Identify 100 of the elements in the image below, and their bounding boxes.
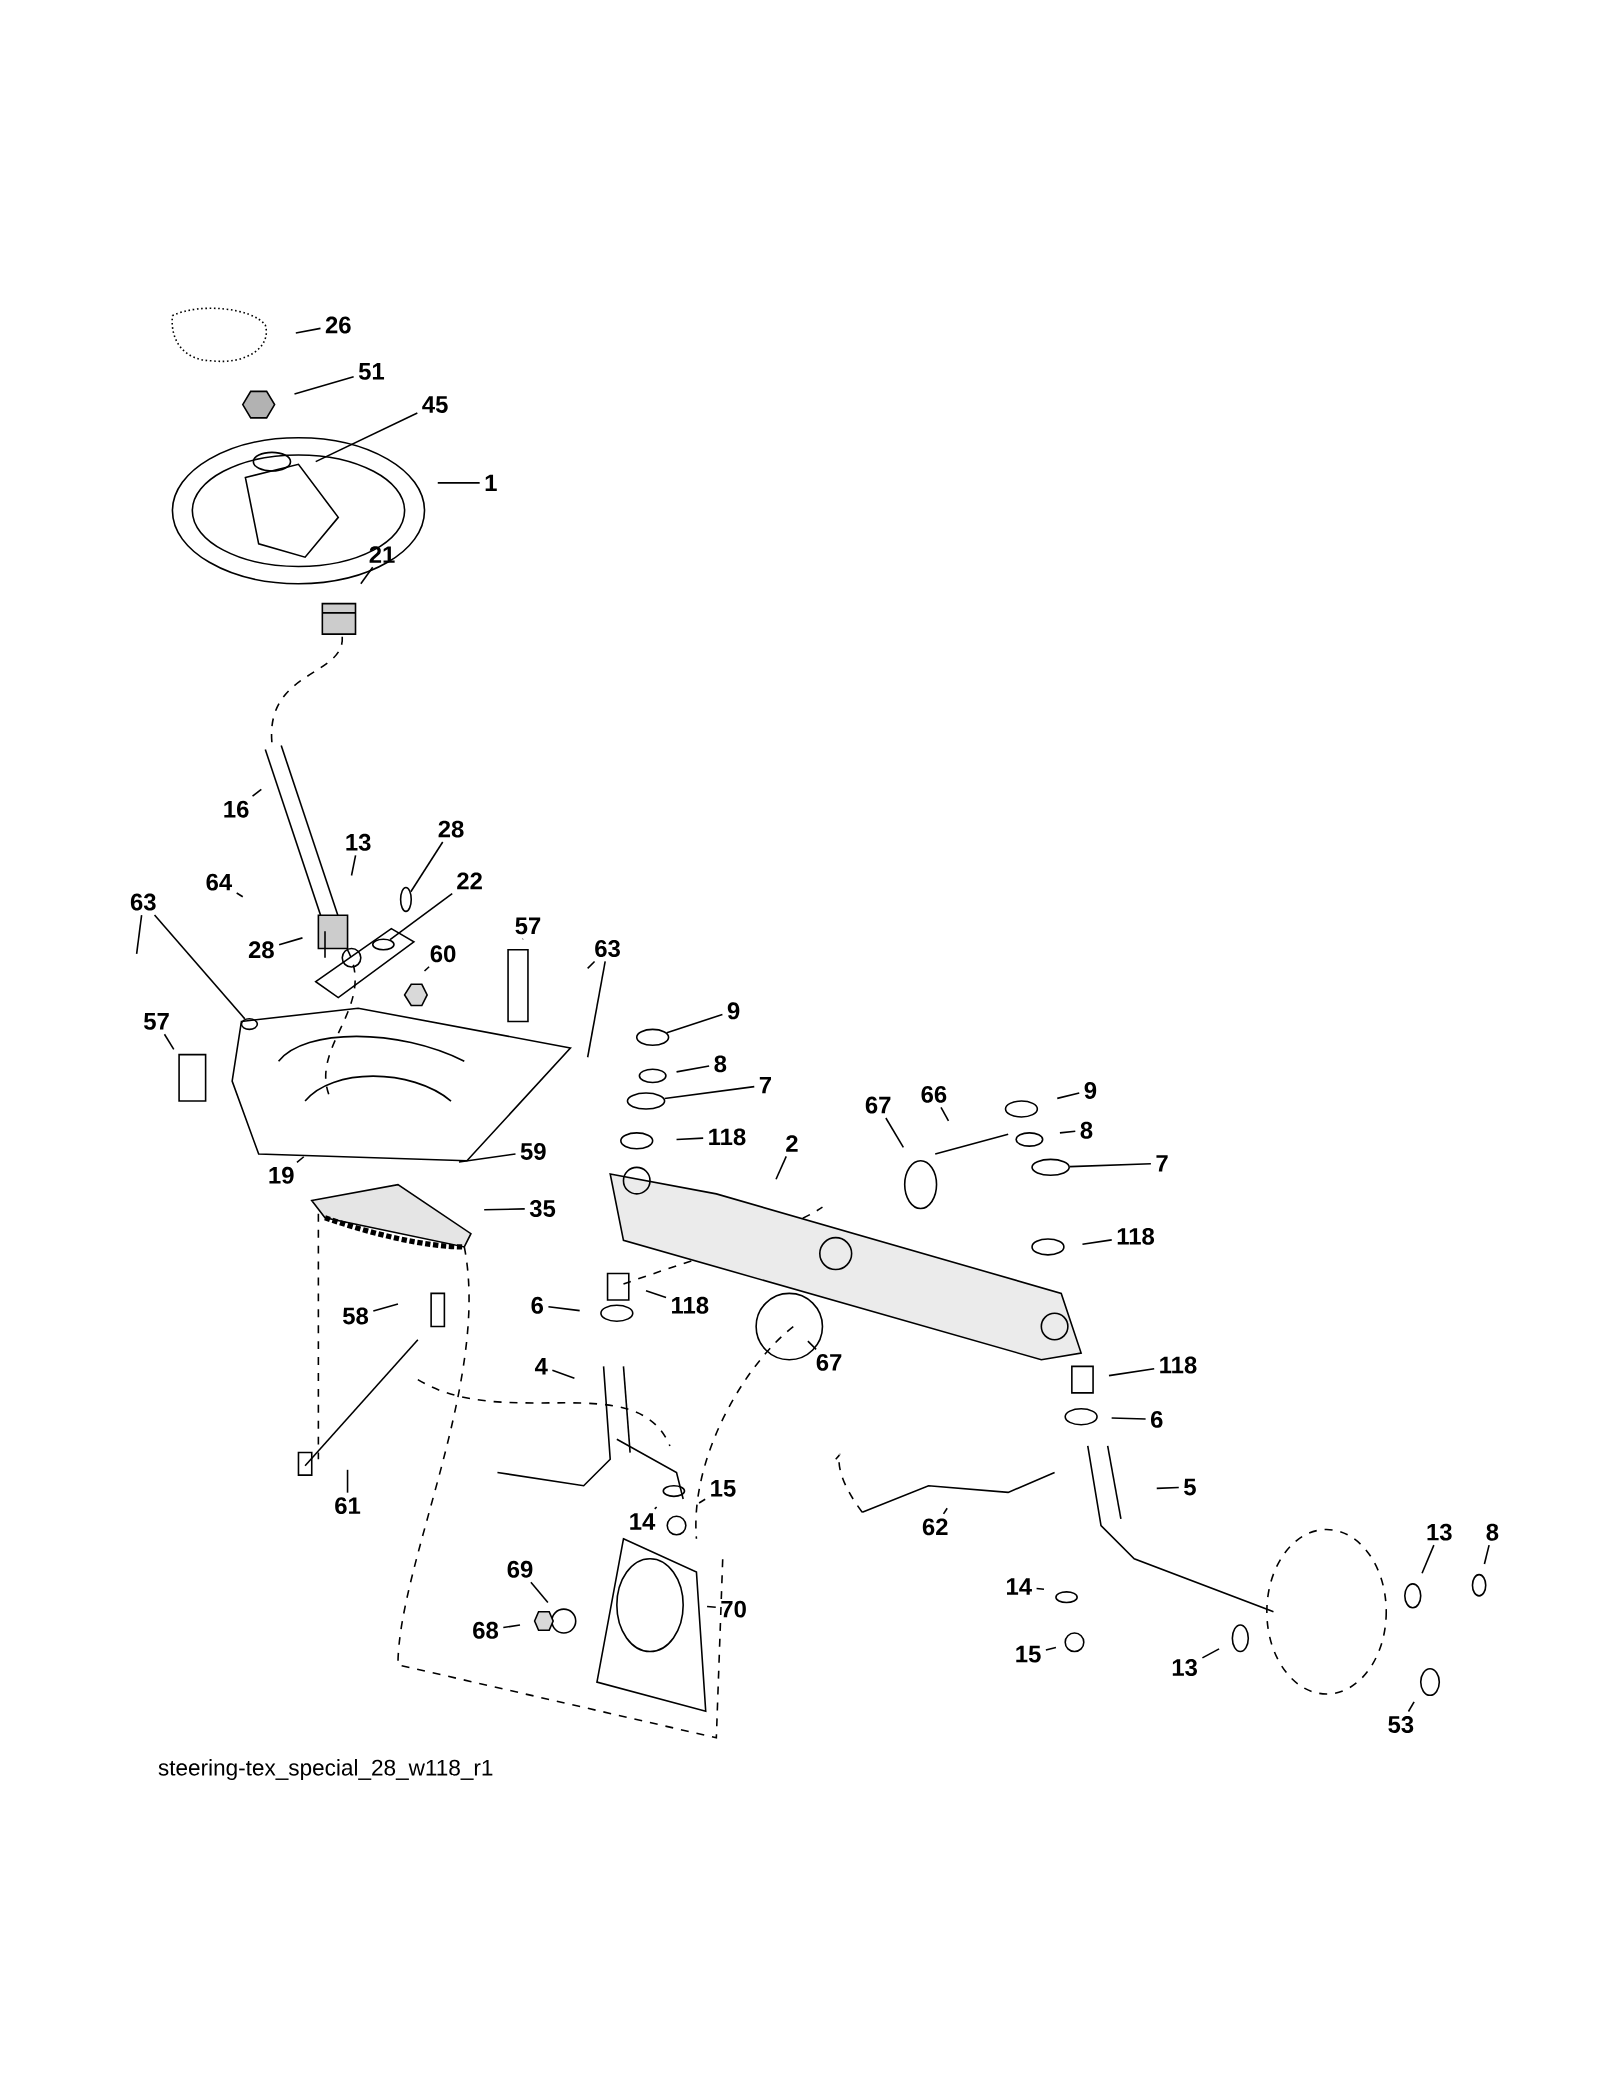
leader-line (1155, 1486, 1180, 1490)
leader-line (350, 854, 357, 877)
leader-line (1421, 1544, 1435, 1575)
leader-line (409, 841, 444, 893)
callout-number: 13 (1172, 1659, 1197, 1676)
leader-line (529, 1581, 549, 1604)
callout-number: 118 (671, 1296, 709, 1314)
leader-line (1110, 1417, 1147, 1420)
callout-number: 63 (130, 893, 156, 911)
leader-line (1056, 1092, 1080, 1100)
leader-line (458, 1153, 517, 1163)
leader-line (251, 788, 262, 798)
callout-number: 57 (143, 1013, 169, 1030)
leader-line (153, 914, 246, 1020)
callout-number: 16 (224, 800, 249, 818)
leader-line (1108, 1367, 1155, 1377)
callout-number: 4 (534, 1358, 548, 1375)
leader-line (235, 892, 244, 898)
callout-number: 63 (595, 940, 620, 957)
callout-number: 118 (1160, 1356, 1197, 1374)
callout-number: 13 (346, 833, 371, 851)
leader-line (940, 1106, 950, 1122)
leader-line (296, 1155, 305, 1164)
leader-line (1044, 1646, 1057, 1651)
leader-line (389, 892, 453, 941)
callout-number: 15 (711, 1480, 736, 1497)
callout-number: 118 (1117, 1227, 1154, 1245)
leader-line (278, 937, 304, 946)
leader-line (653, 1506, 658, 1510)
leader-line (423, 965, 430, 972)
callout-number: 7 (759, 1076, 771, 1094)
callout-number: 58 (342, 1307, 368, 1325)
callout-number: 2 (785, 1135, 798, 1152)
callout-number: 66 (921, 1085, 947, 1103)
part-drawing (635, 1028, 670, 1047)
callout-number: 14 (1006, 1578, 1032, 1595)
leader-line (663, 1085, 755, 1100)
leader-line (665, 1013, 724, 1034)
callout-number: 69 (507, 1560, 533, 1578)
callout-number: 35 (529, 1200, 555, 1217)
callout-number: 1 (485, 474, 497, 492)
callout-number: 8 (714, 1055, 727, 1073)
leader-line (551, 1369, 576, 1380)
leader-line (698, 1498, 706, 1504)
callout-number: 7 (1156, 1155, 1168, 1172)
callout-number: 67 (816, 1353, 842, 1371)
callout-number: 118 (709, 1128, 746, 1146)
callout-number: 67 (865, 1096, 891, 1114)
part-drawing (626, 1092, 666, 1110)
callout-number: 8 (1486, 1523, 1499, 1541)
leader-line (884, 1117, 904, 1149)
leader-line (706, 1605, 717, 1609)
callout-number: 15 (1016, 1645, 1041, 1663)
file-name-label: steering-tex_special_28_w118_r1 (158, 1759, 493, 1781)
leader-line (806, 1340, 817, 1351)
leader-line (1483, 1544, 1490, 1565)
callout-number: 9 (1084, 1081, 1096, 1099)
leader-line (547, 1305, 581, 1312)
callout-number: 9 (727, 1002, 740, 1020)
callout-number: 5 (1183, 1478, 1196, 1496)
callout-number: 8 (1080, 1121, 1093, 1139)
leader-line (502, 1624, 521, 1629)
leader-line (645, 1289, 667, 1299)
callout-number: 22 (457, 872, 482, 890)
callout-number: 57 (515, 917, 540, 935)
callout-number: 6 (1150, 1410, 1163, 1428)
callout-number: 68 (472, 1621, 498, 1639)
leader-line (1035, 1587, 1045, 1590)
callout-number: 64 (206, 873, 232, 891)
callout-number: 21 (369, 546, 395, 563)
part-drawing (240, 1018, 258, 1031)
leader-line (314, 412, 418, 463)
leader-line (1058, 1130, 1076, 1134)
callout-number: 26 (325, 316, 351, 334)
leader-line (372, 1303, 399, 1312)
leader-line (1407, 1701, 1415, 1713)
callout-number: 28 (438, 820, 464, 838)
callout-number: 45 (422, 396, 448, 413)
callout-number: 13 (1427, 1523, 1452, 1541)
leader-line (586, 960, 596, 970)
callout-number: 59 (520, 1143, 546, 1160)
leader-line (775, 1155, 787, 1181)
leader-line (163, 1033, 175, 1051)
callout-number: 60 (430, 945, 456, 963)
leader-line (293, 375, 355, 395)
callout-number: 14 (630, 1513, 655, 1530)
callout-number: 28 (248, 941, 274, 959)
leader-line (483, 1208, 526, 1211)
leader-line (359, 566, 374, 585)
leader-line (1201, 1648, 1220, 1659)
leader-line (1068, 1163, 1152, 1168)
leader-line (135, 914, 143, 955)
leader-line (586, 960, 606, 1059)
callout-number: 61 (335, 1497, 360, 1515)
callout-number: 62 (922, 1518, 948, 1536)
callout-number: 70 (721, 1600, 746, 1618)
part-drawing (1031, 1158, 1070, 1177)
leader-line (346, 1469, 349, 1494)
leader-line (436, 482, 481, 484)
callout-number: 51 (358, 363, 384, 380)
